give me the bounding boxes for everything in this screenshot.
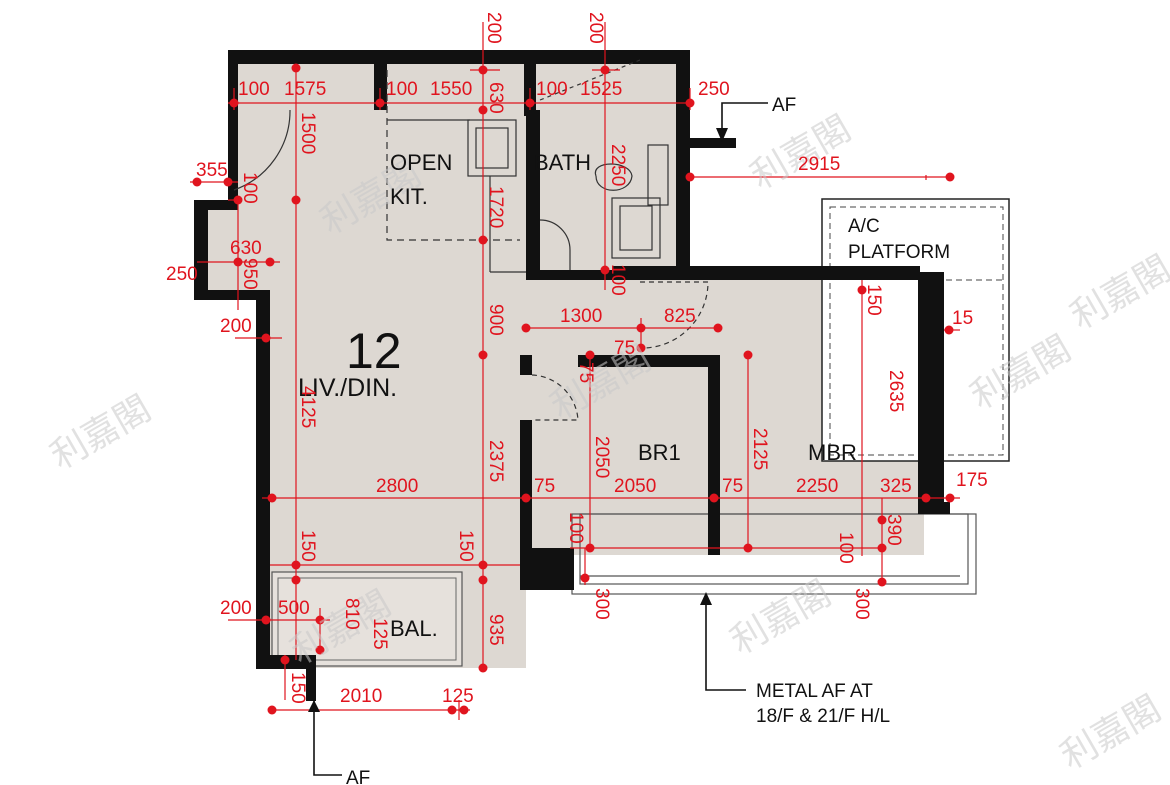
dim-label: 630	[485, 82, 506, 114]
watermark-logo: 利嘉閣	[1064, 248, 1170, 338]
dim-label: 2915	[798, 154, 840, 175]
dim-label: 250	[698, 79, 730, 100]
dim-label: 825	[664, 306, 696, 327]
dim-label: 325	[880, 476, 912, 497]
room-label-ac-platform: A/C	[848, 216, 880, 237]
room-label-open-kitchen: KIT.	[390, 184, 428, 209]
dim-label: 75	[534, 476, 555, 497]
dim-label: 75	[722, 476, 743, 497]
dim-label: 15	[952, 308, 973, 329]
dim-label: 2250	[796, 476, 838, 497]
dim-label: 100	[835, 532, 856, 564]
dim-label: 2050	[591, 436, 612, 478]
room-label-br1: BR1	[638, 440, 681, 465]
note-metal-af: METAL AF AT	[756, 681, 873, 702]
room-label-bath: BATH	[534, 150, 591, 175]
dim-label: 4125	[297, 386, 318, 428]
dim-label: 810	[341, 598, 362, 630]
room-label-mbr: MBR	[808, 440, 857, 465]
watermark-logo: 利嘉閣	[1054, 688, 1168, 778]
doors	[531, 281, 709, 421]
dim-label: 300	[591, 588, 612, 620]
dim-label: 1525	[580, 79, 622, 100]
dim-label: 75	[614, 338, 635, 359]
balcony-area	[271, 571, 463, 667]
unit-number: 12	[346, 323, 402, 379]
dim-label: 200	[220, 316, 252, 337]
dim-label: 100	[536, 79, 568, 100]
dim-label: 630	[230, 238, 262, 259]
dim-label: 150	[287, 672, 308, 704]
dimension-labels: 100 1575 100 1550 100 1525 250 355 2915 …	[166, 12, 988, 707]
note-metal-af: 18/F & 21/F H/L	[756, 706, 890, 727]
dimension-markers	[192, 63, 955, 715]
dim-label: 200	[220, 598, 252, 619]
watermark-logo: 利嘉閣	[724, 573, 838, 663]
dim-label: 125	[369, 618, 390, 650]
dim-label: 150	[863, 284, 884, 316]
dim-label: 2010	[340, 686, 382, 707]
dim-label: 125	[442, 686, 474, 707]
dim-label: 100	[565, 512, 586, 544]
room-labels: 12 LIV./DIN. OPEN KIT. BATH BR1 MBR BAL.…	[298, 150, 950, 641]
dim-label: 200	[585, 12, 606, 44]
notes: AF AF METAL AF AT 18/F & 21/F H/L	[346, 95, 890, 785]
dim-label: 935	[485, 614, 506, 646]
dim-label: 75	[575, 362, 596, 383]
dim-label: 100	[386, 79, 418, 100]
annotation-leaders	[313, 102, 768, 776]
dim-label: 150	[455, 530, 476, 562]
dim-label: 250	[166, 264, 198, 285]
dim-label: 100	[239, 172, 260, 204]
note-af-top: AF	[772, 95, 796, 116]
room-label-open-kitchen: OPEN	[390, 150, 452, 175]
watermark-logo: 利嘉閣	[44, 388, 158, 478]
dim-label: 175	[956, 470, 988, 491]
fixtures	[233, 59, 669, 273]
note-af-bottom: AF	[346, 768, 370, 785]
leader-arrowheads	[308, 128, 728, 712]
dim-label: 950	[239, 258, 260, 290]
ac-platform	[821, 198, 1010, 462]
dim-label: 500	[278, 598, 310, 619]
dim-label: 1550	[430, 79, 472, 100]
walls	[194, 50, 950, 701]
dim-label: 2050	[614, 476, 656, 497]
dim-label: 2125	[749, 428, 770, 470]
dim-label: 2375	[485, 440, 506, 482]
dim-label: 1500	[297, 112, 318, 154]
dim-label: 2635	[885, 370, 906, 412]
floor-area	[205, 62, 924, 668]
room-label-living-dining: LIV./DIN.	[298, 374, 397, 402]
room-label-balcony: BAL.	[390, 616, 438, 641]
dim-label: 355	[196, 160, 228, 181]
dim-label: 1575	[284, 79, 326, 100]
dim-label: 2250	[607, 144, 628, 186]
dim-label: 100	[607, 264, 628, 296]
dim-label: 150	[297, 530, 318, 562]
dim-label: 390	[883, 514, 904, 546]
dim-label: 2800	[376, 476, 418, 497]
dim-label: 1300	[560, 306, 602, 327]
dim-label: 100	[238, 79, 270, 100]
room-label-ac-platform: PLATFORM	[848, 242, 950, 263]
dim-label: 1720	[485, 186, 506, 228]
dim-label: 200	[483, 12, 504, 44]
dim-label: 900	[485, 304, 506, 336]
dim-label: 300	[851, 588, 872, 620]
